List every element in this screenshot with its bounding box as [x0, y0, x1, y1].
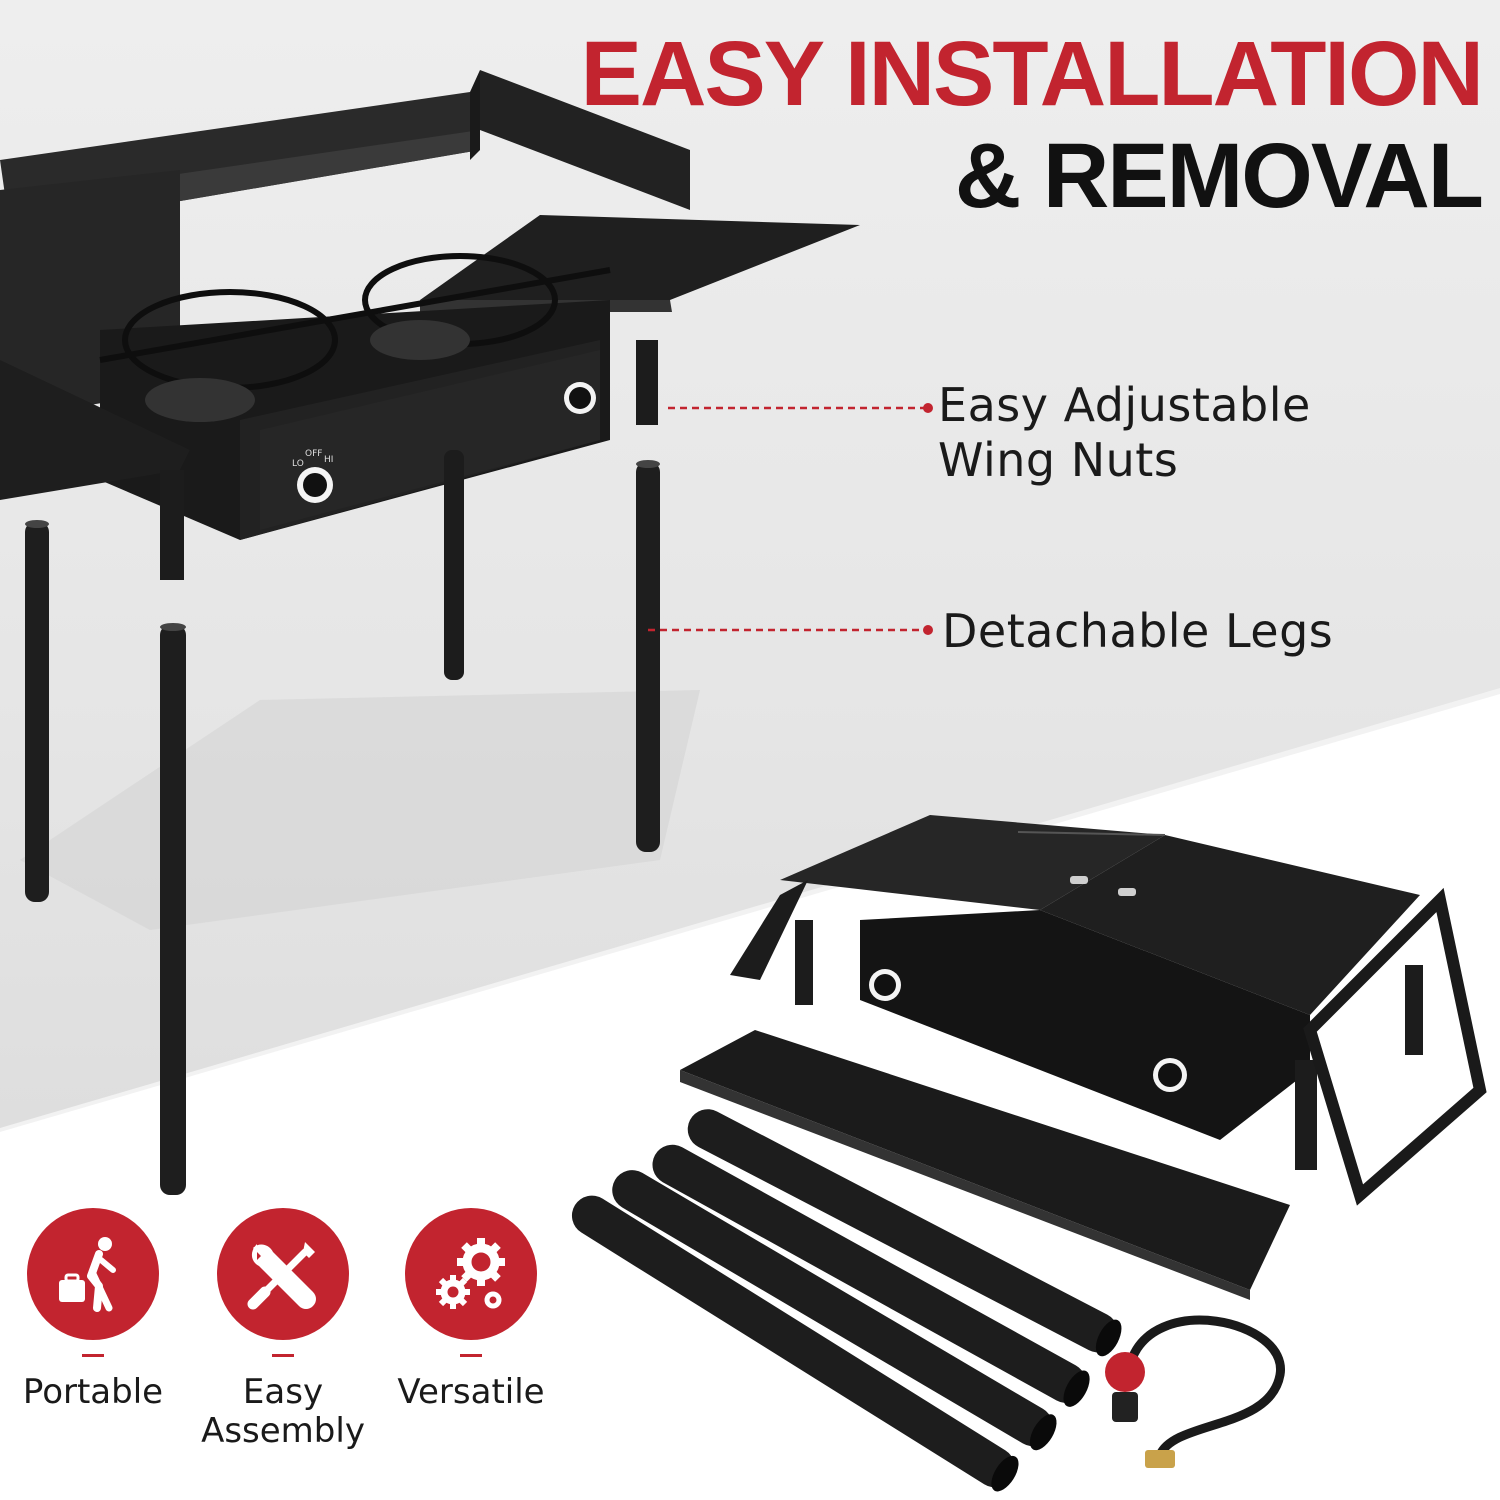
feature-easy-assembly-label: Easy Assembly: [183, 1372, 383, 1452]
callout-line-wing-nuts: [668, 403, 933, 413]
callout-wing-nuts: Easy Adjustable Wing Nuts: [938, 378, 1311, 488]
feature-easy-assembly-label-line-1: Easy: [242, 1372, 324, 1412]
feature-versatile-label: Versatile: [397, 1372, 545, 1412]
gears-icon: [436, 1238, 505, 1309]
feature-easy-assembly-badge: [217, 1208, 349, 1340]
windscreen-panel: [680, 1030, 1290, 1300]
feature-easy-assembly-label-line-2: Assembly: [201, 1411, 365, 1452]
assembled-stove: LO OFF HI: [0, 70, 860, 1195]
feature-easy-assembly: Easy Assembly: [183, 1208, 383, 1451]
callout-detachable-legs: Detachable Legs: [942, 604, 1333, 659]
wrench-screwdriver-icon: [247, 1242, 316, 1310]
headline-line-2: & REMOVAL: [954, 125, 1484, 227]
feature-versatile: Versatile: [371, 1208, 571, 1412]
callout-wing-nuts-line-1: Easy Adjustable: [938, 378, 1311, 432]
feature-portable-underline: [82, 1354, 104, 1357]
feature-versatile-badge: [405, 1208, 537, 1340]
folded-stove: [730, 815, 1487, 1206]
callout-line-detachable-legs: [648, 625, 933, 635]
headline-line-1: EASY INSTALLATION: [580, 23, 1484, 125]
feature-portable-badge: [27, 1208, 159, 1340]
feature-versatile-underline: [460, 1354, 482, 1357]
svg-text:HI: HI: [324, 455, 333, 465]
feature-portable-label: Portable: [22, 1372, 164, 1412]
regulator-hose: [1105, 1315, 1285, 1468]
callout-wing-nuts-line-2: Wing Nuts: [938, 433, 1179, 488]
feature-portable: Portable: [0, 1208, 193, 1412]
walking-traveler-icon: [59, 1237, 116, 1312]
svg-text:LO: LO: [292, 459, 304, 469]
feature-easy-assembly-underline: [272, 1354, 294, 1357]
loose-legs: [571, 1109, 1122, 1492]
headline: EASY INSTALLATION & REMOVAL: [580, 23, 1484, 227]
callout-detachable-legs-label: Detachable Legs: [942, 604, 1334, 658]
svg-text:OFF: OFF: [305, 449, 322, 459]
